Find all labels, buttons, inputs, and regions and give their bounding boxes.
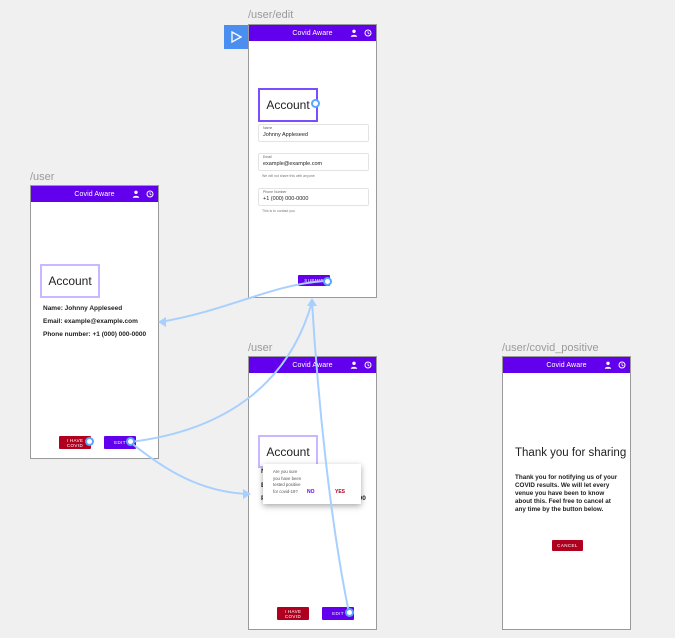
name-field-value: Johnny Appleseed bbox=[263, 132, 308, 138]
history-icon[interactable] bbox=[364, 361, 372, 369]
frame-label-user-edit: /user/edit bbox=[248, 9, 294, 21]
screen-user: Covid Aware Account Name: Johnny Applese… bbox=[30, 185, 159, 459]
email-text: Email: example@example.com bbox=[43, 318, 138, 325]
phone-hint: This is to contact you bbox=[262, 209, 295, 213]
screen-user-edit: Covid Aware Account Name Johnny Applesee… bbox=[248, 24, 377, 298]
name-field-label: Name bbox=[263, 126, 273, 130]
have-covid-button[interactable]: I HAVE COVID bbox=[59, 436, 91, 449]
cancel-button[interactable]: CANCEL bbox=[552, 540, 583, 551]
app-title: Covid Aware bbox=[292, 29, 333, 37]
dialog-no-button[interactable]: NO bbox=[307, 489, 315, 495]
phone-field[interactable]: Phone Number +1 (000) 000-0000 bbox=[258, 188, 369, 206]
app-bar: Covid Aware bbox=[31, 186, 158, 202]
person-icon[interactable] bbox=[132, 190, 140, 198]
play-button[interactable] bbox=[224, 25, 248, 49]
thanks-body: Thank you for notifying us of your COVID… bbox=[515, 474, 618, 513]
arrowhead-left bbox=[158, 317, 166, 327]
email-field-value: example@example.com bbox=[263, 161, 323, 167]
app-bar: Covid Aware bbox=[503, 357, 630, 373]
phone-text: Phone number: +1 (000) 000-0000 bbox=[43, 331, 147, 338]
email-hint: We will not share this with anyone bbox=[262, 174, 315, 178]
connection-handle[interactable] bbox=[323, 277, 332, 286]
history-icon[interactable] bbox=[146, 190, 154, 198]
app-title: Covid Aware bbox=[292, 361, 333, 369]
person-icon[interactable] bbox=[350, 29, 358, 37]
app-title: Covid Aware bbox=[74, 190, 115, 198]
play-icon bbox=[231, 31, 242, 43]
phone-field-label: Phone Number bbox=[263, 190, 287, 194]
thanks-title: Thank you for sharing bbox=[515, 447, 627, 459]
screen-user-confirm: Covid Aware Account N E P 000 Are you su… bbox=[248, 356, 377, 630]
person-icon[interactable] bbox=[350, 361, 358, 369]
app-title: Covid Aware bbox=[546, 361, 587, 369]
person-icon[interactable] bbox=[604, 361, 612, 369]
history-icon[interactable] bbox=[364, 29, 372, 37]
connection-handle[interactable] bbox=[311, 99, 320, 108]
frame-label-user: /user bbox=[30, 171, 55, 183]
connection-handle[interactable] bbox=[85, 437, 94, 446]
frame-label-covid-positive: /user/covid_positive bbox=[502, 342, 599, 354]
arrowhead-up bbox=[307, 298, 317, 306]
frame-label-user-confirm: /user bbox=[248, 342, 273, 354]
account-heading: Account bbox=[40, 264, 100, 298]
have-covid-button[interactable]: I HAVE COVID bbox=[277, 607, 309, 620]
history-icon[interactable] bbox=[618, 361, 626, 369]
name-field[interactable]: Name Johnny Appleseed bbox=[258, 124, 369, 142]
dialog-message: Are you sure you have been tested positi… bbox=[273, 469, 302, 494]
account-heading: Account bbox=[258, 88, 318, 122]
phone-field-value: +1 (000) 000-0000 bbox=[263, 196, 309, 202]
dialog-yes-button[interactable]: YES bbox=[335, 489, 346, 495]
email-field[interactable]: Email example@example.com bbox=[258, 153, 369, 171]
name-text: Name: Johnny Appleseed bbox=[43, 305, 123, 312]
app-bar: Covid Aware bbox=[249, 25, 376, 41]
confirm-dialog: Are you sure you have been tested positi… bbox=[263, 464, 361, 504]
screen-covid-positive: Covid Aware Thank you for sharing Thank … bbox=[502, 356, 631, 630]
connection-handle[interactable] bbox=[345, 608, 354, 617]
app-bar: Covid Aware bbox=[249, 357, 376, 373]
email-field-label: Email bbox=[263, 155, 272, 159]
connection-handle[interactable] bbox=[126, 437, 135, 446]
